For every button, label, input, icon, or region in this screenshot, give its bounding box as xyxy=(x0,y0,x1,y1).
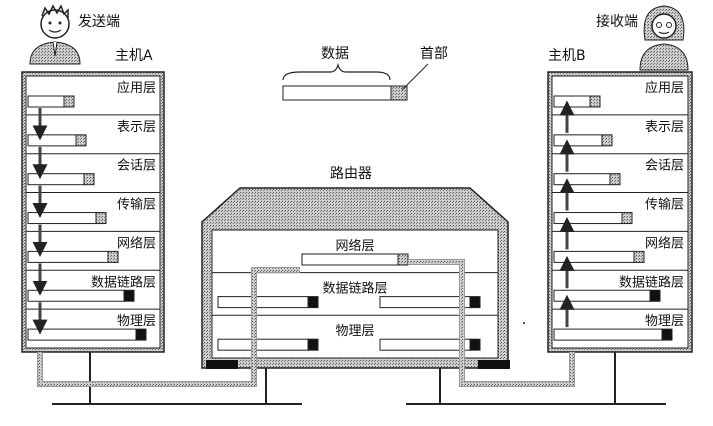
host-b-packet-header-1 xyxy=(601,134,613,147)
router-packet-trailer-left-2 xyxy=(307,338,319,351)
router-packet-trailer-left-1 xyxy=(307,296,319,309)
host-b-packet-header-2 xyxy=(609,173,621,186)
host-b-layer-label-1: 表示层 xyxy=(645,120,684,135)
host-b-packet-data-4 xyxy=(553,250,635,263)
host-a-packet-data-0 xyxy=(27,95,65,108)
legend-data-brace xyxy=(282,62,391,81)
host-a-packet-data-2 xyxy=(27,173,85,186)
stray-dot xyxy=(523,322,525,324)
router-packet-right-1 xyxy=(379,296,471,309)
host-b-packet-data-2 xyxy=(553,173,611,186)
router-title: 路由器 xyxy=(330,166,372,182)
host-b-label: 主机B xyxy=(548,48,586,64)
host-a-label: 主机A xyxy=(115,48,153,64)
legend-data-label: 数据 xyxy=(321,46,349,62)
host-b-layer-label-2: 会话层 xyxy=(645,159,684,174)
host-b-layer-label-0: 应用层 xyxy=(645,80,684,96)
router-inner xyxy=(211,229,499,359)
host-b-packet-header-3 xyxy=(621,212,633,225)
host-a-packet-data-1 xyxy=(27,134,77,147)
receiver-person-icon xyxy=(639,5,689,71)
host-a-packet-header-0 xyxy=(63,95,75,108)
host-b-packet-header-0 xyxy=(589,95,601,108)
host-a-layer-label-2: 会话层 xyxy=(117,159,156,174)
host-b-packet-header-5 xyxy=(649,289,661,302)
host-a-packet-data-4 xyxy=(27,250,109,263)
host-a-packet-header-3 xyxy=(95,212,107,225)
sender-person-icon xyxy=(29,4,81,65)
host-a-layer-label-6: 物理层 xyxy=(117,314,156,329)
router-layer-label-2: 物理层 xyxy=(335,324,374,339)
host-a-packet-data-5 xyxy=(27,289,125,302)
host-b-packet-header-4 xyxy=(633,250,645,263)
legend-header-label: 首部 xyxy=(420,46,448,62)
receiver-label: 接收端 xyxy=(596,13,638,30)
host-b-layer-label-4: 网络层 xyxy=(645,235,684,251)
host-b-packet-data-3 xyxy=(553,212,623,225)
host-a-packet-header-2 xyxy=(83,173,95,186)
host-a-layer-label-1: 表示层 xyxy=(117,120,156,135)
host-b-packet-data-6 xyxy=(553,328,663,341)
host-a-packet-header-4 xyxy=(107,250,119,263)
router-net-packet xyxy=(301,253,399,266)
router-packet-left-1 xyxy=(217,296,309,309)
host-b-layer-label-5: 数据链路层 xyxy=(619,274,684,290)
data-flow-path xyxy=(40,262,575,384)
host-a-packet-data-6 xyxy=(27,328,137,341)
router-net-packet-header xyxy=(397,253,409,266)
router-port-right xyxy=(478,360,510,369)
host-b-packet-data-0 xyxy=(553,95,591,108)
host-b-packet-trailer-6 xyxy=(661,328,673,341)
host-a-layer-label-3: 传输层 xyxy=(117,197,156,213)
host-b-packet-data-1 xyxy=(553,134,603,147)
host-a-packet-trailer-6 xyxy=(135,328,147,341)
router-layer-label-0: 网络层 xyxy=(335,238,374,254)
host-b-layer-label-3: 传输层 xyxy=(645,197,684,213)
host-a-packet-header-1 xyxy=(75,134,87,147)
router-packet-left-2 xyxy=(217,338,309,351)
host-a-layer-label-5: 数据链路层 xyxy=(91,274,156,290)
host-a-layer-label-4: 网络层 xyxy=(117,235,156,251)
router-port-left xyxy=(206,360,238,369)
legend: 数据 首部 xyxy=(282,46,448,101)
host-b-layer-label-6: 物理层 xyxy=(645,314,684,329)
host-a-layer-label-0: 应用层 xyxy=(117,80,156,96)
host-a-packet-header-5 xyxy=(123,289,135,302)
router-packet-trailer-right-2 xyxy=(469,338,481,351)
legend-header-pointer xyxy=(401,63,429,91)
host-a-packet-data-3 xyxy=(27,212,97,225)
router-packet-trailer-right-1 xyxy=(469,296,481,309)
legend-packet-data xyxy=(282,85,392,101)
router-packet-right-2 xyxy=(379,338,471,351)
sender-label: 发送端 xyxy=(78,14,120,30)
router-layer-label-1: 数据链路层 xyxy=(322,281,387,297)
host-b-packet-data-5 xyxy=(553,289,651,302)
